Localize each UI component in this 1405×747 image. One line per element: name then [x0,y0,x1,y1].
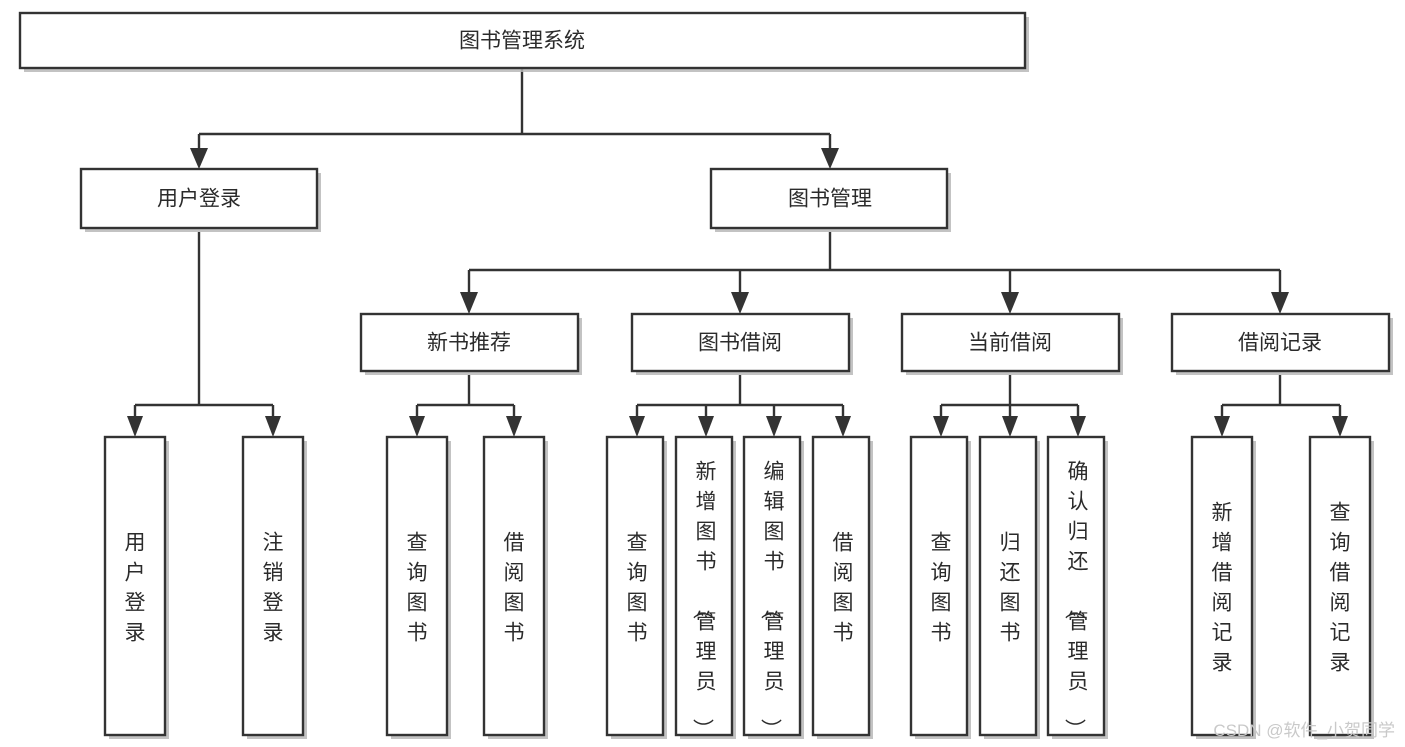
leaf-node-query-borrow-record[interactable]: 查询借阅记录 [1308,435,1374,739]
leaf-query-borrow-record-box [1308,435,1372,737]
leaf-node-newbook-borrow-book[interactable]: 借阅图书 [482,435,548,739]
leaf-node-user-login[interactable]: 用户登录 [103,435,169,739]
leaf-currentborrow-query-box [909,435,969,737]
arrow-to-borrow-record [1271,292,1289,314]
node-book-management[interactable]: 图书管理 [709,167,951,232]
root-label: 图书管理系统 [459,30,585,53]
node-current-borrow[interactable]: 当前借阅 [900,312,1123,375]
leaf-currentborrow-query-label: 查询图书 [931,531,952,644]
book-management-label: 图书管理 [788,188,872,211]
leaf-node-currentborrow-query-book[interactable]: 查询图书 [909,435,971,739]
node-book-borrow[interactable]: 图书借阅 [630,312,853,375]
current-borrow-box [900,312,1121,373]
new-book-recommend-label: 新书推荐 [427,332,511,355]
leaf-newbook-borrow-label: 借阅图书 [504,531,525,644]
arrow-to-user-login [190,148,208,169]
node-new-book-recommend[interactable]: 新书推荐 [359,312,582,375]
leaf-node-return-book[interactable]: 归还图书 [978,435,1040,739]
leaf-node-bookborrow-borrow-book[interactable]: 借阅图书 [811,435,873,739]
edge-layer [127,68,1348,437]
arrow-bookborrow-leaf-2 [698,416,714,437]
arrow-to-book-mgmt [821,148,839,169]
arrow-to-leaf-logout [265,416,281,437]
leaf-node-bookborrow-query-book[interactable]: 查询图书 [605,435,667,739]
book-management-box [709,167,949,230]
leaf-return-book-box [978,435,1038,737]
new-book-recommend-box [359,312,580,373]
borrow-record-box [1170,312,1391,373]
arrow-currentborrow-leaf-3 [1070,416,1086,437]
leaf-confirm-return-box [1046,435,1106,737]
leaf-node-confirm-return-admin[interactable]: 确认归还（管理员） [1046,435,1108,739]
leaf-user-login-label: 用户登录 [125,531,146,644]
borrow-record-label: 借阅记录 [1238,332,1322,355]
leaf-add-book-label: 新增图书（管理员） [691,460,717,739]
arrow-currentborrow-leaf-2 [1002,416,1018,437]
node-user-login[interactable]: 用户登录 [79,167,321,232]
leaf-query-borrow-record-label: 查询借阅记录 [1330,501,1351,674]
arrow-newbook-leaf-1 [409,416,425,437]
leaf-add-borrow-record-box [1190,435,1254,737]
csdn-watermark: CSDN @软件_小贺同学 [1213,721,1395,740]
arrow-borrowrecord-leaf-2 [1332,416,1348,437]
leaf-node-add-book-admin[interactable]: 新增图书（管理员） [674,435,736,739]
leaf-confirm-return-label: 确认归还（管理员） [1063,460,1089,739]
arrow-borrowrecord-leaf-1 [1214,416,1230,437]
leaf-add-book-box [674,435,734,737]
arrow-currentborrow-leaf-1 [933,416,949,437]
leaf-bookborrow-borrow-box [811,435,871,737]
current-borrow-label: 当前借阅 [968,332,1052,355]
arrow-bookborrow-leaf-3 [766,416,782,437]
leaf-return-book-label: 归还图书 [1000,531,1021,644]
leaf-logout-label: 注销登录 [263,531,284,644]
node-borrow-record[interactable]: 借阅记录 [1170,312,1393,375]
leaf-node-newbook-query-book[interactable]: 查询图书 [385,435,451,739]
arrow-to-new-book [460,292,478,314]
leaf-node-edit-book-admin[interactable]: 编辑图书（管理员） [742,435,804,739]
leaf-add-borrow-record-label: 新增借阅记录 [1212,501,1233,674]
leaf-newbook-query-label: 查询图书 [407,531,428,644]
leaf-user-login-box [103,435,167,737]
leaf-bookborrow-query-label: 查询图书 [627,531,648,644]
leaf-logout-box [241,435,305,737]
leaf-node-add-borrow-record[interactable]: 新增借阅记录 [1190,435,1256,739]
node-root-book-management-system[interactable]: 图书管理系统 [18,11,1029,72]
arrow-to-current-borrow [1001,292,1019,314]
user-login-label: 用户登录 [157,188,241,211]
leaf-newbook-query-box [385,435,449,737]
leaf-edit-book-box [742,435,802,737]
arrow-bookborrow-leaf-4 [835,416,851,437]
arrow-to-leaf-user-login [127,416,143,437]
user-login-box [79,167,319,230]
arrow-to-book-borrow [731,292,749,314]
leaf-edit-book-label: 编辑图书（管理员） [759,460,785,739]
arrow-newbook-leaf-2 [506,416,522,437]
arrow-bookborrow-leaf-1 [629,416,645,437]
leaf-bookborrow-query-box [605,435,665,737]
leaf-newbook-borrow-box [482,435,546,737]
book-borrow-label: 图书借阅 [698,332,782,355]
leaf-node-logout[interactable]: 注销登录 [241,435,307,739]
book-borrow-box [630,312,851,373]
root-box [18,11,1027,70]
leaf-bookborrow-borrow-label: 借阅图书 [833,531,854,644]
